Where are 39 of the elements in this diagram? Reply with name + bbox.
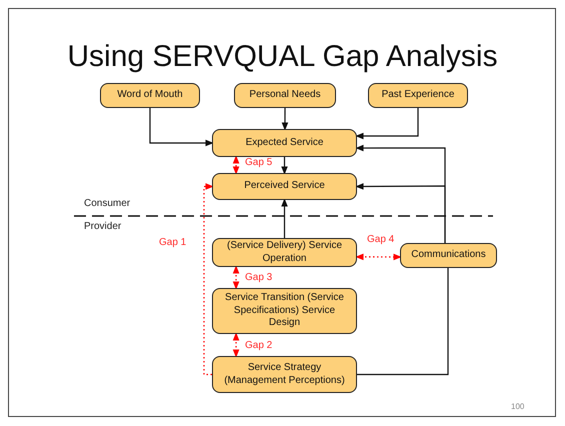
edge-label: Gap 4 xyxy=(366,234,396,245)
node-label: Perceived Service xyxy=(244,180,325,193)
arrow xyxy=(281,198,288,238)
arrow xyxy=(282,108,288,130)
stage-box xyxy=(212,356,357,393)
node-label: Past Experience xyxy=(382,89,454,102)
node-label: Service Transition (Service Specifications) Service Design xyxy=(224,292,345,330)
edge-label: Gap 2 xyxy=(244,340,274,351)
gap-arrow xyxy=(232,332,240,358)
gap-arrow xyxy=(232,156,240,174)
node-label: (Service Delivery) Service Operation xyxy=(226,240,344,265)
source-box xyxy=(234,83,336,108)
source-box xyxy=(100,83,200,108)
gap-arrow xyxy=(232,266,240,290)
stage-box xyxy=(212,173,357,200)
stage-box xyxy=(212,238,357,267)
region-label: Provider xyxy=(84,221,122,232)
page-number: 100 xyxy=(511,402,524,411)
connector-line xyxy=(357,268,449,376)
arrow xyxy=(281,157,288,174)
edge-label: Gap 3 xyxy=(244,272,274,283)
stage-box xyxy=(212,129,357,157)
node-label: Communications xyxy=(411,249,486,262)
source-box xyxy=(368,83,468,108)
process-box xyxy=(400,243,497,268)
arrow xyxy=(149,108,214,146)
arrow xyxy=(356,108,419,140)
node-label: Expected Service xyxy=(246,136,324,150)
gap-arrow xyxy=(203,183,214,376)
arrow xyxy=(356,183,446,243)
region-label: Consumer xyxy=(84,198,130,209)
node-label: Service Strategy (Management Perceptions) xyxy=(223,362,346,387)
node-label: Word of Mouth xyxy=(117,89,183,102)
slide-title: Using SERVQUAL Gap Analysis xyxy=(66,40,499,74)
gap-arrow xyxy=(356,254,402,260)
edge-label: Gap 1 xyxy=(158,237,188,248)
node-label: Personal Needs xyxy=(249,89,321,102)
stage-box xyxy=(212,288,357,334)
edge-label: Gap 5 xyxy=(244,157,274,168)
